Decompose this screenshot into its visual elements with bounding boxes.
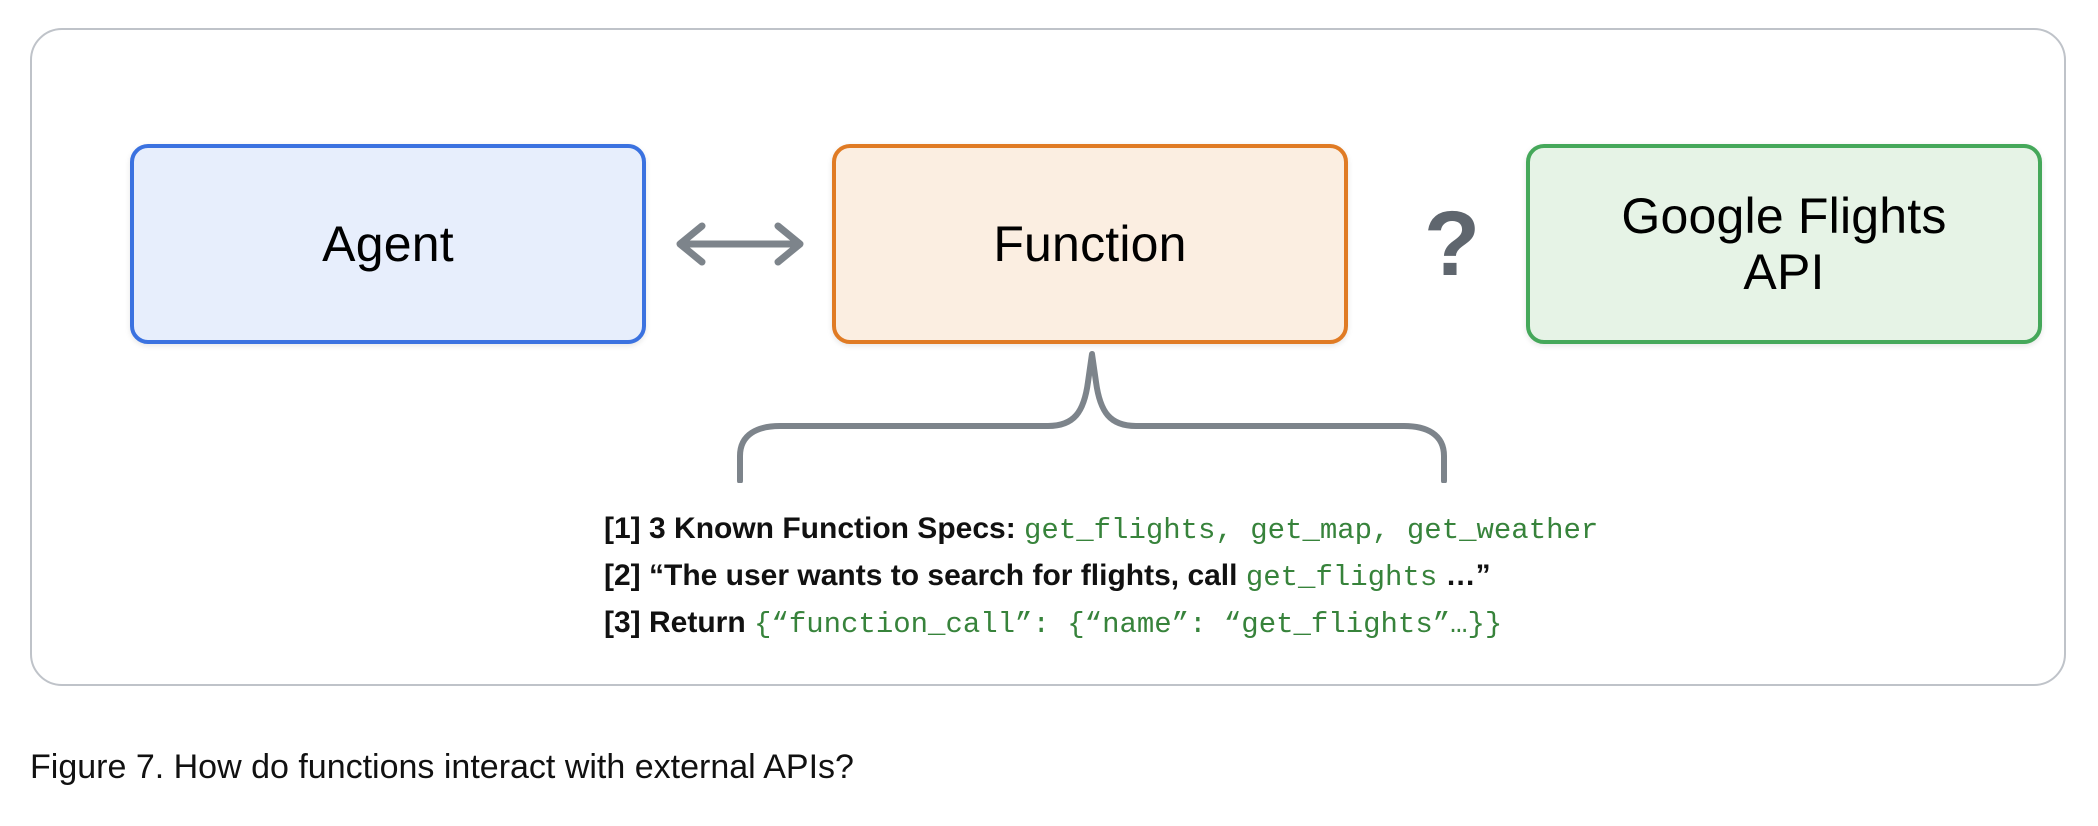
detail-line-1-marker: [1] — [604, 512, 641, 545]
detail-line-1-text: 3 Known Function Specs: — [640, 512, 1025, 545]
detail-line-3-marker: [3] — [604, 606, 641, 639]
detail-text-block: [1] 3 Known Function Specs: get_flights,… — [604, 506, 1904, 647]
diagram-card: Agent Function ? Google Flights API — [30, 28, 2066, 686]
bidirectional-arrow-icon — [660, 210, 820, 278]
detail-line-3: [3] Return {“function_call”: {“name”: “g… — [604, 600, 1904, 647]
detail-line-2-text-before: “The user wants to search for flights, c… — [640, 559, 1246, 592]
detail-line-2-code: get_flights — [1245, 561, 1438, 594]
detail-line-3-text: Return — [640, 606, 755, 639]
node-google-flights-api-label-line2: API — [1743, 244, 1825, 300]
node-agent[interactable]: Agent — [130, 144, 646, 344]
node-google-flights-api-label-line1: Google Flights — [1621, 188, 1947, 244]
detail-line-2: [2] “The user wants to search for flight… — [604, 553, 1904, 600]
detail-line-1: [1] 3 Known Function Specs: get_flights,… — [604, 506, 1904, 553]
question-mark-icon: ? — [1423, 193, 1481, 295]
detail-line-1-code: get_flights, get_map, get_weather — [1024, 514, 1599, 547]
figure-caption: Figure 7. How do functions interact with… — [30, 748, 854, 786]
detail-line-3-code: {“function_call”: {“name”: “get_flights”… — [754, 608, 1503, 641]
detail-line-2-marker: [2] — [604, 559, 641, 592]
node-function[interactable]: Function — [832, 144, 1348, 344]
detail-line-2-text-after: …” — [1437, 559, 1491, 592]
node-function-label: Function — [993, 216, 1187, 272]
node-agent-label: Agent — [322, 216, 454, 272]
node-google-flights-api-label: Google Flights API — [1621, 188, 1946, 300]
curly-brace-icon — [732, 348, 1452, 484]
node-google-flights-api[interactable]: Google Flights API — [1526, 144, 2042, 344]
